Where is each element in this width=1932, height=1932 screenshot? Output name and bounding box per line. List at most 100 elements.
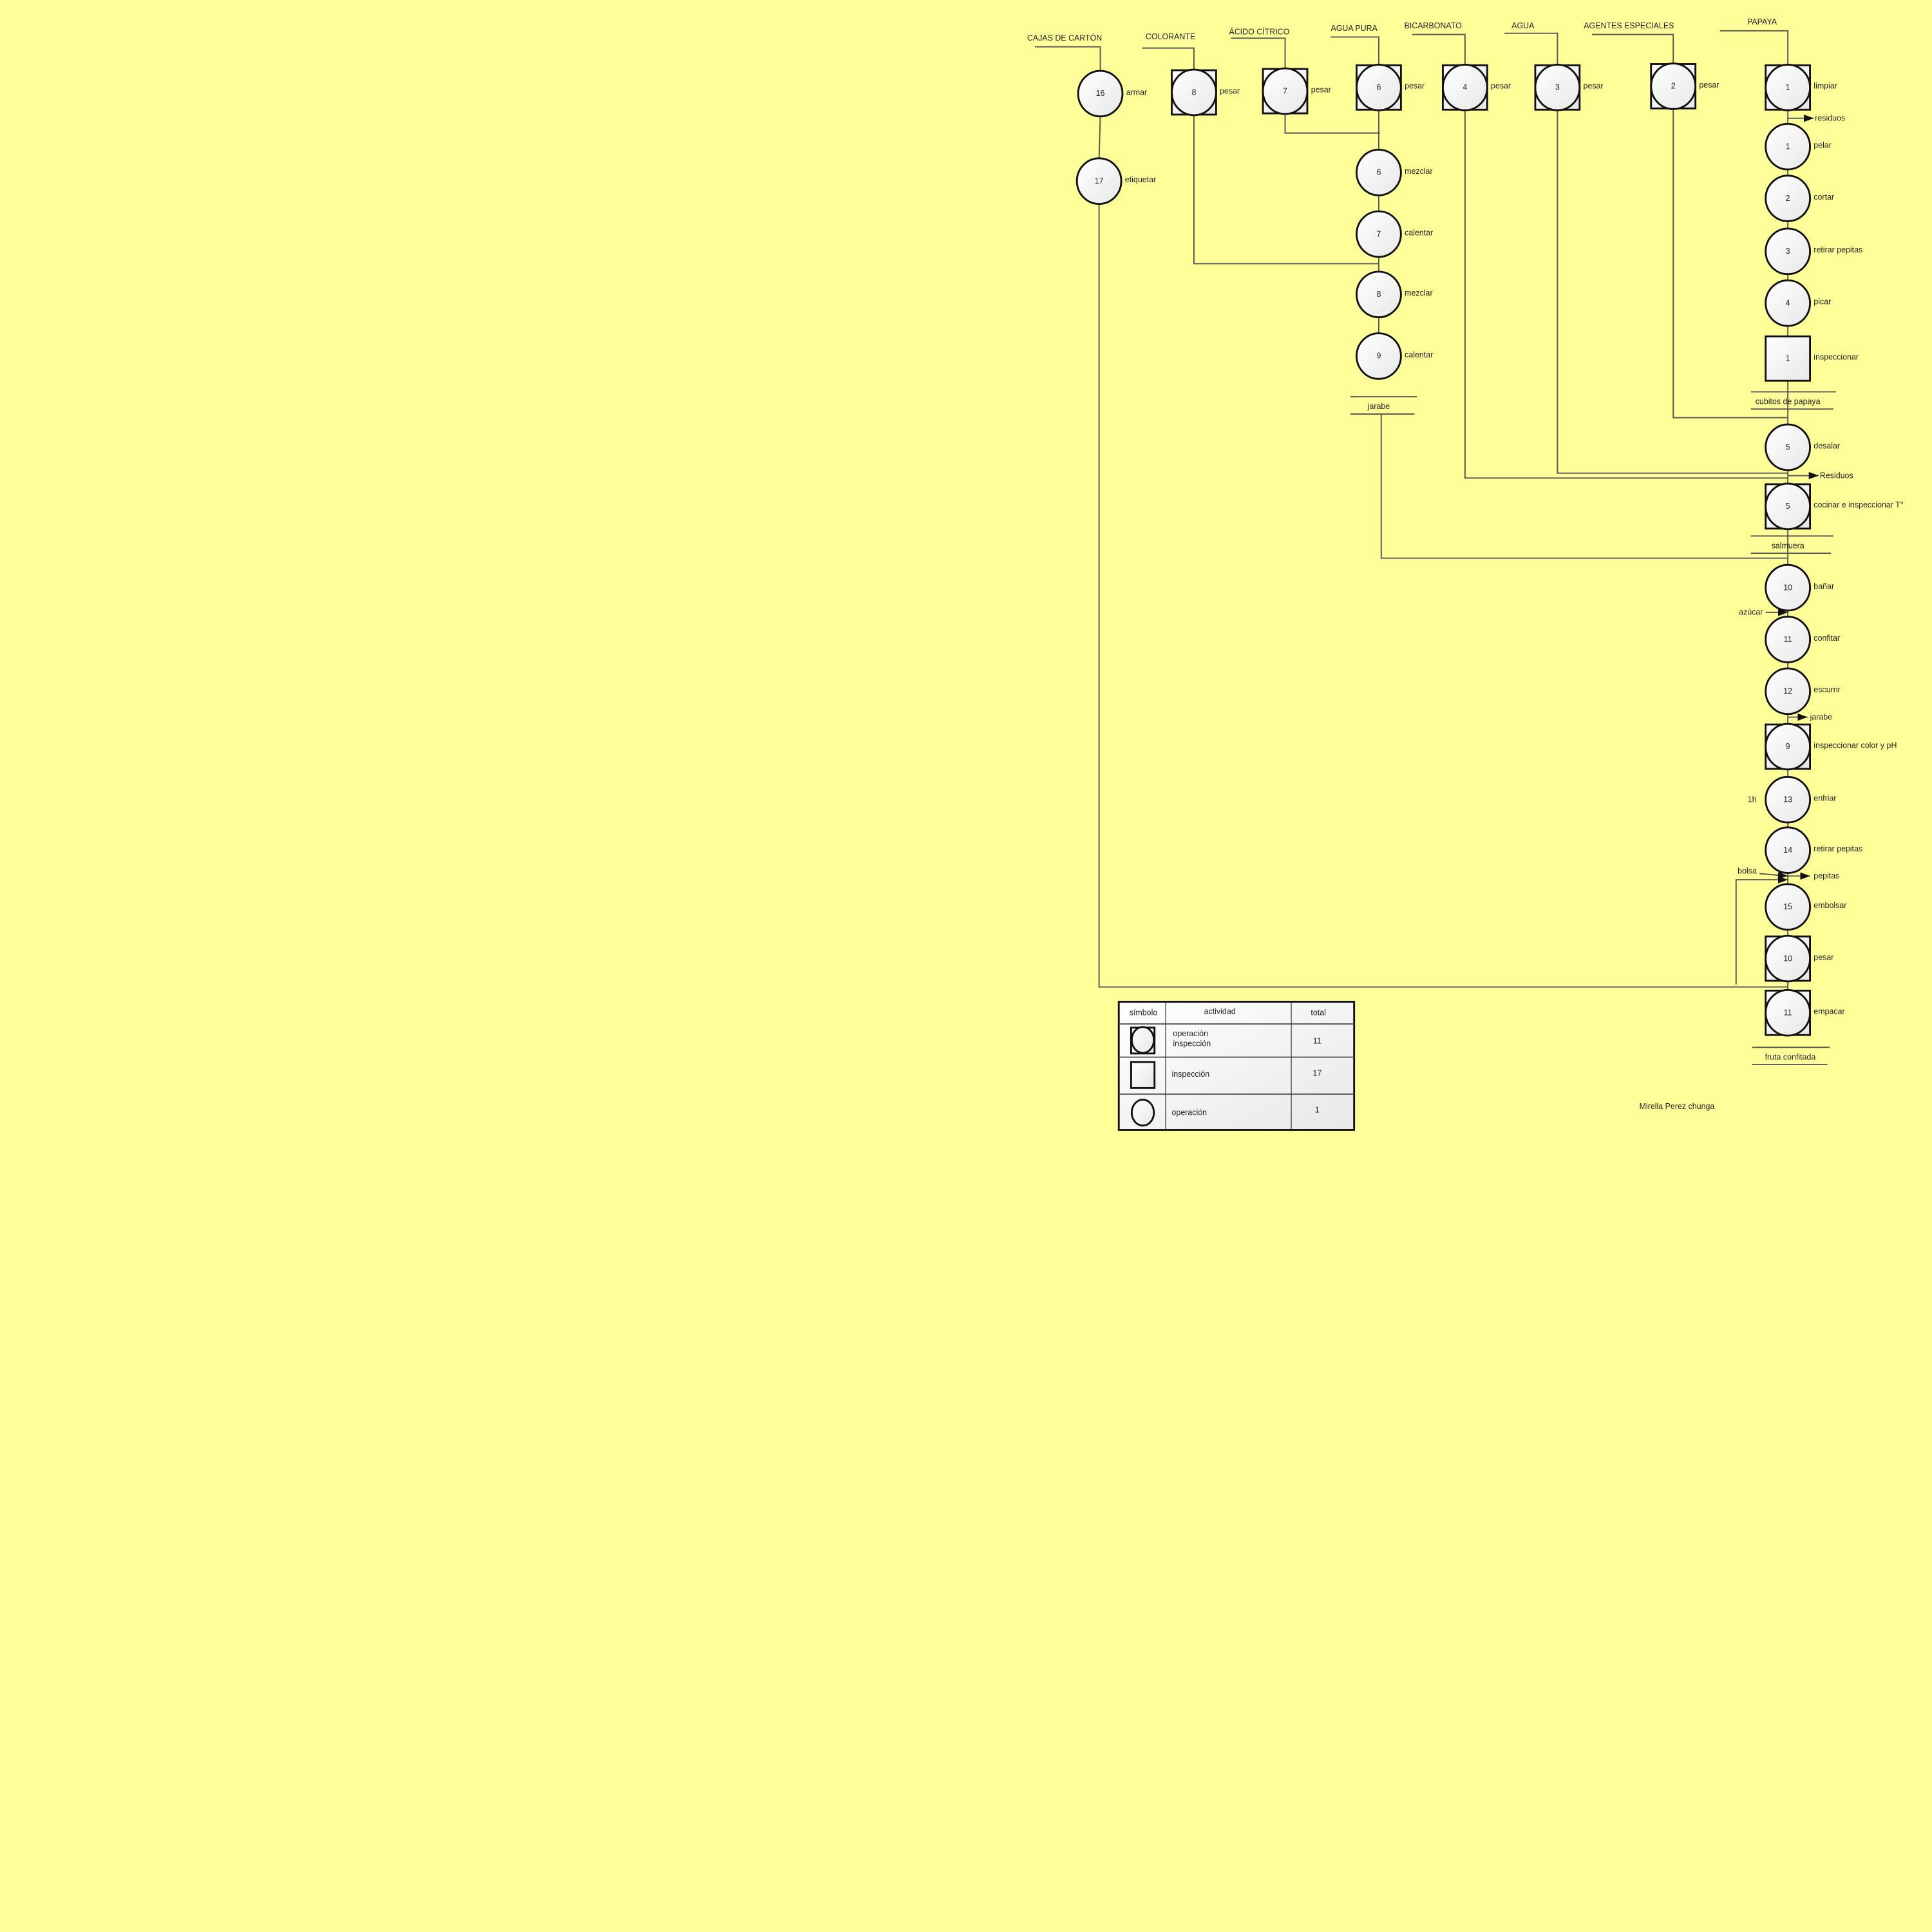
node-number: 3 xyxy=(1555,83,1560,92)
node-label: calentar xyxy=(1405,350,1433,359)
operation-circle-icon xyxy=(1765,423,1812,471)
node-label: mezclar xyxy=(1405,167,1432,176)
operation-circle-icon xyxy=(1075,157,1122,205)
operation-circle-icon xyxy=(1765,122,1812,171)
node-number: 8 xyxy=(1191,88,1196,97)
node-label: pesar xyxy=(1699,80,1719,90)
node-number: 9 xyxy=(1376,352,1381,361)
legend-header: actividad xyxy=(1204,1007,1236,1016)
input-line xyxy=(1719,30,1789,66)
node-number: 11 xyxy=(1784,1009,1792,1018)
input-line xyxy=(1142,47,1195,71)
node-number: 17 xyxy=(1095,176,1104,185)
note-pepitas: pepitas xyxy=(1814,871,1839,880)
input-label: AGUA xyxy=(1511,21,1535,30)
node-label: embolsar xyxy=(1814,901,1846,910)
node-label: bañar xyxy=(1814,582,1834,591)
operation-circle-icon xyxy=(1262,67,1309,115)
jarabe-line xyxy=(1380,413,1788,559)
connector-line xyxy=(1672,108,1788,419)
node-number: 5 xyxy=(1786,442,1790,451)
node-label: pesar xyxy=(1491,82,1511,91)
process-node: 9 calentar xyxy=(1356,332,1433,380)
node-label: pesar xyxy=(1220,86,1240,95)
node-label: limpiar xyxy=(1814,82,1837,91)
node-number: 16 xyxy=(1096,89,1105,98)
operation-circle-icon xyxy=(1356,210,1402,258)
bolsa-arrow xyxy=(1759,871,1788,879)
operation-circle-icon xyxy=(1356,270,1402,319)
node-number: 14 xyxy=(1783,846,1792,855)
operation-circle-icon xyxy=(1650,62,1697,110)
node-label: calentar xyxy=(1405,228,1433,237)
intermediate-label: cubitos de papaya xyxy=(1756,397,1821,406)
node-label: inspeccionar xyxy=(1814,353,1859,362)
operation-circle-icon xyxy=(1765,775,1812,824)
input-label: COLORANTE xyxy=(1146,32,1195,41)
legend-activity: operación xyxy=(1172,1108,1208,1117)
connector-line xyxy=(1284,113,1380,134)
operation-circle-icon xyxy=(1765,227,1812,276)
node-label: empacar xyxy=(1814,1007,1844,1016)
node-number: 7 xyxy=(1376,229,1381,238)
inspection-square-icon xyxy=(1765,335,1812,382)
node-number: 2 xyxy=(1671,82,1676,91)
input-label: PAPAYA xyxy=(1747,17,1777,26)
operation-circle-icon xyxy=(1534,64,1581,111)
node-label: cocinar e inspeccionar T° xyxy=(1814,500,1903,509)
node-number: 12 xyxy=(1783,687,1792,696)
connector-line xyxy=(1193,114,1379,265)
node-label: etiquetar xyxy=(1125,175,1156,184)
input-label: ÁCIDO CÍTRICO xyxy=(1229,27,1289,37)
input-label: AGENTES ESPECIALES xyxy=(1584,21,1674,30)
node-label: pesar xyxy=(1584,82,1604,91)
node-number: 2 xyxy=(1786,194,1790,203)
legend-circle-icon xyxy=(1130,1026,1155,1054)
node-number: 15 xyxy=(1783,902,1792,911)
node-label: confitar xyxy=(1814,634,1840,643)
legend-total: 11 xyxy=(1313,1037,1321,1046)
process-node: 8 pesar xyxy=(1171,68,1240,117)
note-jarabe: jarabe xyxy=(1810,712,1833,721)
operation-circle-icon xyxy=(1765,175,1812,222)
operation-circle-icon xyxy=(1765,934,1812,983)
process-node: 3 pesar xyxy=(1534,64,1604,111)
author-name: Mirella Perez chunga xyxy=(1640,1102,1715,1111)
node-label: desalar xyxy=(1814,441,1840,450)
note-azucar: azúcar xyxy=(1739,608,1763,617)
legend-header: símbolo xyxy=(1130,1009,1158,1018)
node-number: 13 xyxy=(1783,795,1792,804)
process-node: 2 pesar xyxy=(1650,62,1719,110)
operation-circle-icon xyxy=(1765,616,1812,663)
operation-circle-icon xyxy=(1765,279,1812,327)
legend-activity: inspección xyxy=(1173,1039,1211,1048)
node-number: 6 xyxy=(1376,168,1381,177)
note-bolsa: bolsa xyxy=(1738,867,1757,876)
operation-circle-icon xyxy=(1765,482,1812,531)
legend-circle-icon xyxy=(1130,1099,1155,1127)
connector-lines xyxy=(1035,30,1836,1066)
operation-circle-icon xyxy=(1171,68,1217,117)
intermediate-label: jarabe xyxy=(1367,402,1390,411)
input-label: AGUA PURA xyxy=(1331,24,1378,33)
input-line xyxy=(1331,36,1379,66)
node-label: pesar xyxy=(1814,952,1833,961)
legend-total: 17 xyxy=(1312,1068,1321,1077)
node-label: retirar pepitas xyxy=(1814,245,1862,254)
node-label: pelar xyxy=(1814,141,1832,150)
connector-line xyxy=(1557,109,1788,474)
